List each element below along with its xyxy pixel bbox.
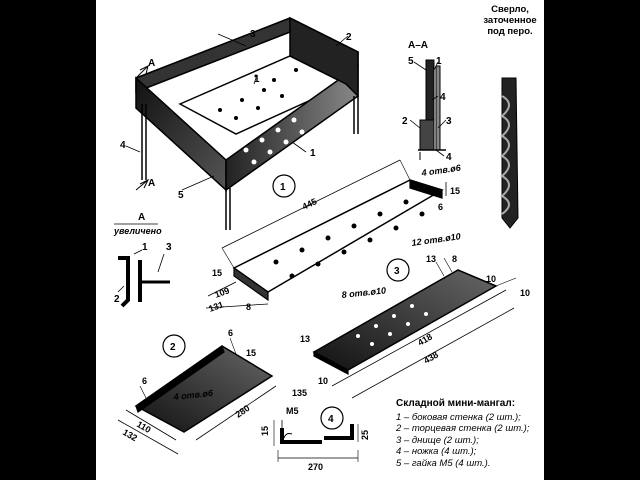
section-title: А–А xyxy=(408,40,428,51)
part-4-dimensions: 4 М5 15 25 270 xyxy=(260,406,370,472)
part-1-side-wall xyxy=(205,159,447,309)
dimension-label: 15 xyxy=(450,186,460,196)
part-4-leg xyxy=(273,406,359,462)
detail-letter: А xyxy=(138,212,145,223)
assembled-grill xyxy=(125,16,359,230)
part-2-end-wall xyxy=(117,334,277,455)
dimension-label: 15 xyxy=(260,426,270,436)
part-3-holes xyxy=(356,304,428,346)
part-number-label: 5 xyxy=(178,190,184,201)
part-number-label: 2 xyxy=(114,294,120,305)
dimension-label: 135 xyxy=(292,388,307,398)
dimension-label: 8 xyxy=(452,254,457,264)
part-callout-number: 4 xyxy=(328,414,334,425)
part-number-label: 4 xyxy=(440,92,446,103)
front-holes xyxy=(243,117,305,165)
detail-a: А увеличено 1 3 2 xyxy=(113,212,172,308)
part-3-bottom xyxy=(312,257,517,399)
drill-bit xyxy=(500,77,519,229)
part-callout-number: 3 xyxy=(394,266,400,277)
section-part-numbers: 5 1 4 2 3 4 xyxy=(402,56,452,163)
detail-subtitle: увеличено xyxy=(113,226,162,236)
dimension-label: 15 xyxy=(212,268,222,278)
part-callout-number: 2 xyxy=(170,342,176,353)
holes-note: 4 отв.ø6 xyxy=(420,162,462,178)
dimension-label: 10 xyxy=(318,376,328,386)
part-number-label: 3 xyxy=(250,29,256,40)
dimension-label: 438 xyxy=(422,350,440,366)
part-callout-circle xyxy=(320,406,344,430)
dimension-label: 445 xyxy=(300,196,318,212)
dimension-label: 6 xyxy=(438,202,443,212)
legend-item: 5 – гайка М5 (4 шт.). xyxy=(396,457,491,469)
dimension-label: 110 xyxy=(135,419,153,435)
dimension-label: 10 xyxy=(520,288,530,298)
right-end-wall xyxy=(289,16,359,98)
holes-note: 8 отв.ø10 xyxy=(341,285,386,300)
drawing-sheet: 3 2 1 1 4 5 А А А–А 5 1 4 2 3 4 А xyxy=(96,0,544,480)
part-number-label: 2 xyxy=(402,116,408,127)
assembly-part-numbers: 3 2 1 1 4 5 А А xyxy=(120,29,352,201)
part-callout-circle xyxy=(386,258,410,282)
part-callout-number: 1 xyxy=(280,182,286,193)
dimension-label: 280 xyxy=(234,403,252,420)
dimension-label: 6 xyxy=(228,328,233,338)
dimension-label: 6 xyxy=(142,376,147,386)
part-1-holes xyxy=(273,199,425,279)
part-number-label: 1 xyxy=(142,242,148,253)
part-2-dimensions: 2 6 15 6 4 отв.ø6 280 110 132 xyxy=(121,328,256,443)
part-number-label: 1 xyxy=(310,148,316,159)
section-mark-label: А xyxy=(148,58,155,69)
drill-note-line: Сверло, xyxy=(491,4,529,15)
section-a-a: А–А xyxy=(408,40,447,160)
holes-note: 4 отв.ø6 xyxy=(172,388,214,402)
part-number-label: 5 xyxy=(408,56,414,67)
part-3-dimensions: 3 13 8 10 10 8 отв.ø10 418 438 13 10 135 xyxy=(292,254,530,398)
part-number-label: 4 xyxy=(120,140,126,151)
part-number-label: 3 xyxy=(446,116,452,127)
part-number-label: 3 xyxy=(166,242,172,253)
dimension-label: 13 xyxy=(300,334,310,344)
dimension-label: 13 xyxy=(426,254,436,264)
dimension-label: 25 xyxy=(360,430,370,440)
section-mark-label: А xyxy=(148,178,155,189)
bottom-holes xyxy=(218,68,298,120)
parts-legend: Складной мини-мангал: 1 – боковая стенка… xyxy=(396,398,542,469)
dimension-label: 131 xyxy=(207,299,225,314)
drill-note-line: под перо. xyxy=(487,26,533,37)
dimension-label: 109 xyxy=(213,285,231,300)
drill-note-line: заточенное xyxy=(483,15,537,26)
dimension-label: 10 xyxy=(486,274,496,284)
part-callout-circle xyxy=(162,334,186,358)
legend-item: 1 – боковая стенка (2 шт.); xyxy=(396,411,521,423)
dimension-label: 418 xyxy=(416,332,434,348)
dimension-label: 15 xyxy=(246,348,256,358)
part-callout-circle xyxy=(272,174,296,198)
part-number-label: 1 xyxy=(254,74,260,85)
drill-note: Сверло, заточенное под перо. xyxy=(480,4,540,37)
part-number-label: 4 xyxy=(446,152,452,163)
dimension-label: 132 xyxy=(121,427,139,443)
holes-note: 12 отв.ø10 xyxy=(411,231,461,248)
technical-drawing: 3 2 1 1 4 5 А А А–А 5 1 4 2 3 4 А xyxy=(113,16,530,472)
legend-item: 2 – торцевая стенка (2 шт.); xyxy=(396,423,530,434)
legend-item: 3 – днище (2 шт.); xyxy=(396,434,479,446)
dimension-label: 8 xyxy=(246,302,251,312)
legend-item: 4 – ножка (4 шт.); xyxy=(396,446,477,457)
part-number-label: 1 xyxy=(436,56,442,67)
thread-label: М5 xyxy=(286,406,299,416)
legend-title: Складной мини-мангал: xyxy=(396,398,516,409)
part-number-label: 2 xyxy=(346,32,352,43)
dimension-label: 270 xyxy=(308,462,323,472)
